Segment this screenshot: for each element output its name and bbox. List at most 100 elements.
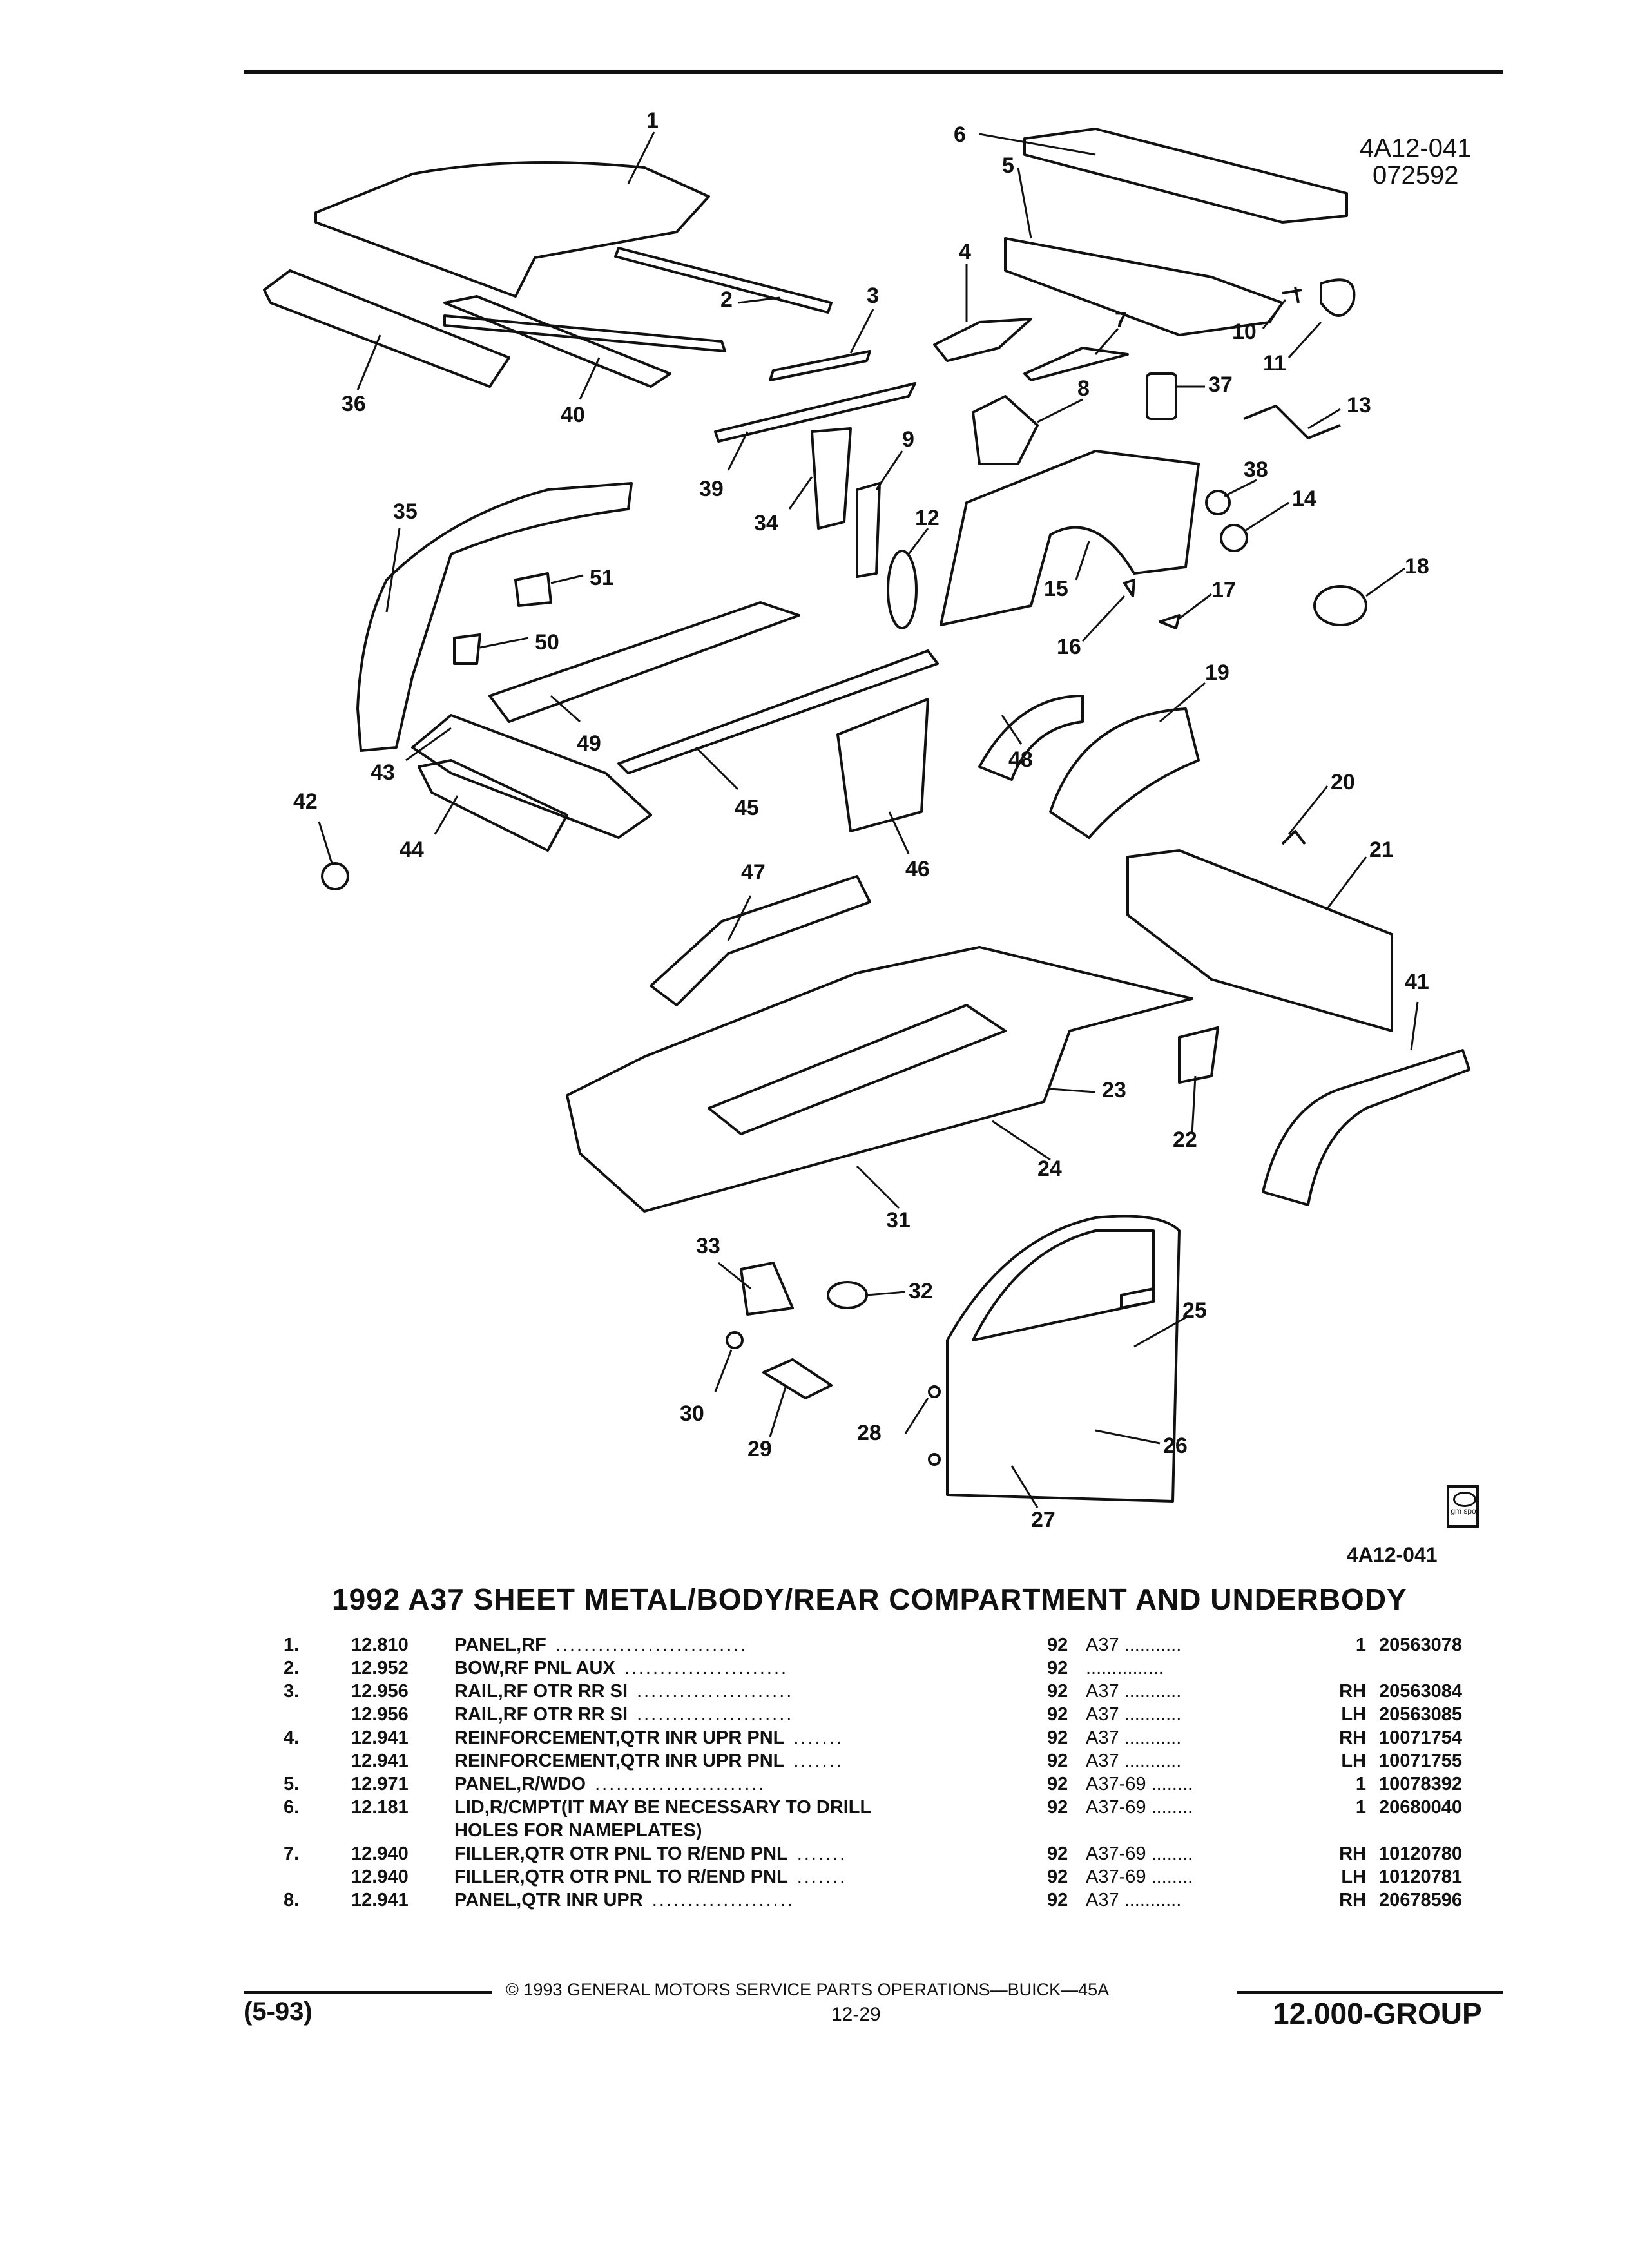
- part-index: 2.: [284, 1658, 300, 1678]
- leader-5: [1017, 167, 1032, 239]
- part-leader-dots: ......................: [637, 1681, 794, 1702]
- part-description: HOLES FOR NAMEPLATES): [454, 1819, 711, 1842]
- leader-30: [714, 1349, 733, 1392]
- part-desc-detail: ,RF OTR RR SI: [497, 1681, 628, 1702]
- part-47: [650, 875, 871, 1006]
- leader-16: [1081, 595, 1126, 642]
- callout-34: 34: [754, 511, 778, 535]
- part-desc-detail: ,RF PNL AUX: [499, 1658, 615, 1678]
- part-model: A37 ...........: [1086, 1635, 1182, 1655]
- leader-10: [1262, 299, 1287, 329]
- parts-list-row: HOLES FOR NAMEPLATES): [284, 1819, 1495, 1842]
- part-model: A37-69 ........: [1086, 1843, 1193, 1864]
- part-desc-detail: ,QTR OTR PNL TO R/END PNL: [519, 1843, 788, 1864]
- part-index: 6.: [284, 1797, 300, 1818]
- callout-28: 28: [857, 1421, 882, 1445]
- callout-10: 10: [1232, 320, 1257, 344]
- leader-44: [434, 795, 459, 835]
- part-group-number: 12.810: [351, 1635, 409, 1655]
- part-index: 3.: [284, 1681, 300, 1702]
- part-door-window: [972, 1229, 1155, 1341]
- part-roof-panel: [314, 161, 710, 298]
- illustration-ref: 4A12-041: [1347, 1543, 1438, 1566]
- part-group-number: 12.956: [351, 1681, 409, 1702]
- leader-47: [727, 895, 752, 941]
- part-model: A37-69 ........: [1086, 1774, 1193, 1794]
- callout-46: 46: [905, 857, 930, 881]
- callout-12: 12: [915, 506, 940, 530]
- part-rocker-panel: [617, 649, 939, 774]
- part-description: BOW,RF PNL AUX.......................: [454, 1657, 788, 1680]
- part-vent-grille: [418, 759, 568, 852]
- part-14: [1220, 524, 1248, 552]
- footer-rule-left: [244, 1991, 492, 1994]
- part-qty: 1: [1355, 1797, 1366, 1818]
- part-34: [811, 427, 852, 530]
- callout-9: 9: [902, 427, 914, 452]
- leader-6: [979, 133, 1096, 156]
- callout-32: 32: [909, 1279, 933, 1303]
- illustration-date: 072592: [1373, 161, 1459, 189]
- part-number: 20563078: [1379, 1635, 1463, 1655]
- part-37: [1146, 372, 1177, 420]
- part-16: [1123, 579, 1135, 597]
- part-29: [762, 1358, 833, 1399]
- part-description: FILLER,QTR OTR PNL TO R/END PNL.......: [454, 1842, 847, 1865]
- callout-27: 27: [1031, 1508, 1055, 1532]
- part-group-number: 12.941: [351, 1751, 409, 1771]
- part-leader-dots: .......: [796, 1843, 847, 1864]
- callout-51: 51: [590, 566, 614, 590]
- leader-14: [1243, 501, 1289, 533]
- callout-33: 33: [696, 1234, 720, 1258]
- part-10: [1282, 286, 1302, 303]
- part-qty: RH: [1339, 1843, 1366, 1864]
- part-description: LID,R/CMPT(IT MAY BE NECESSARY TO DRILL: [454, 1796, 880, 1819]
- part-number: 20563085: [1379, 1704, 1463, 1725]
- leader-2: [737, 296, 780, 304]
- group-number: 12.000-GROUP: [1273, 1997, 1482, 2030]
- callout-17: 17: [1211, 578, 1236, 602]
- part-name: FILLER: [454, 1843, 520, 1864]
- gm-spo-logo-text: gm spo: [1451, 1506, 1476, 1515]
- part-number: 10071755: [1379, 1751, 1463, 1771]
- part-leader-dots: ........................: [595, 1774, 766, 1794]
- callout-18: 18: [1405, 554, 1429, 579]
- part-index: 8.: [284, 1890, 300, 1910]
- part-rear-window-panel: [1004, 237, 1284, 336]
- callout-20: 20: [1331, 770, 1355, 794]
- leader-51: [550, 574, 584, 584]
- leader-32: [866, 1291, 906, 1296]
- callout-48: 48: [1008, 747, 1033, 772]
- part-cowl: [411, 714, 652, 839]
- part-17: [1159, 614, 1181, 629]
- part-year: 92: [1047, 1843, 1068, 1864]
- callout-26: 26: [1163, 1434, 1188, 1458]
- part-leader-dots: .......................: [624, 1658, 789, 1678]
- part-qty: LH: [1341, 1751, 1366, 1771]
- callout-49: 49: [577, 731, 601, 756]
- part-28: [928, 1453, 941, 1466]
- part-year: 92: [1047, 1658, 1068, 1678]
- callout-31: 31: [886, 1208, 911, 1233]
- part-description: REINFORCEMENT,QTR INR UPR PNL.......: [454, 1749, 843, 1773]
- part-name: LID: [454, 1797, 485, 1818]
- callout-24: 24: [1037, 1157, 1062, 1181]
- part-qty: 1: [1355, 1635, 1366, 1655]
- part-model: A37-69 ........: [1086, 1867, 1193, 1887]
- callout-30: 30: [680, 1401, 704, 1426]
- part-floor-pan: [566, 946, 1193, 1213]
- part-desc-detail: HOLES FOR NAMEPLATES): [454, 1820, 702, 1841]
- callout-16: 16: [1057, 635, 1081, 659]
- leader-33: [718, 1262, 751, 1290]
- part-desc-detail: ,RF OTR RR SI: [497, 1704, 628, 1725]
- callout-38: 38: [1244, 457, 1268, 482]
- part-41: [1262, 1049, 1470, 1206]
- callout-47: 47: [741, 860, 766, 885]
- part-name: PANEL: [454, 1635, 517, 1655]
- callout-5: 5: [1002, 153, 1014, 178]
- part-desc-detail: ,RF: [516, 1635, 546, 1655]
- part-roof-bow: [614, 247, 833, 314]
